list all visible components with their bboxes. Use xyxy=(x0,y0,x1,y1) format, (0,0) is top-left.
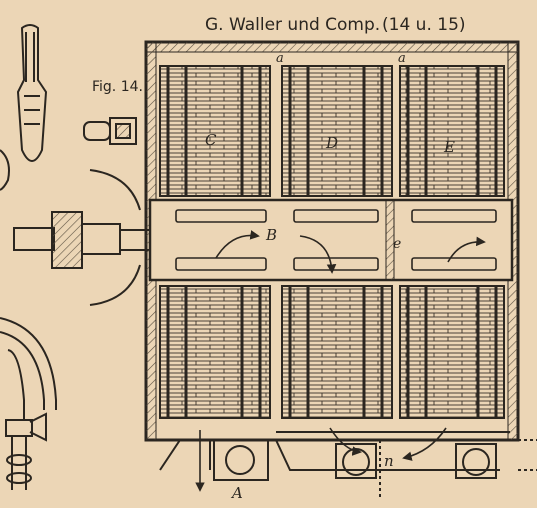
valve-stem xyxy=(13,211,150,269)
label-mark-a-right: a xyxy=(398,51,406,66)
faucet-pipe xyxy=(0,317,57,490)
top-pipe-fitting xyxy=(83,117,137,145)
label-inlet-a: A xyxy=(230,484,243,502)
round-fitting-left xyxy=(0,149,10,191)
label-outlet-n: n xyxy=(384,452,394,470)
plate-title: G. Waller und Comp. xyxy=(205,15,380,35)
label-chamber-e: E xyxy=(443,138,455,156)
label-channel-b: B xyxy=(265,226,277,244)
lower-chamber-left xyxy=(159,285,271,419)
middle-channel xyxy=(148,198,514,282)
upper-chamber-e xyxy=(399,65,505,197)
lower-chamber-middle xyxy=(281,285,393,419)
label-channel-e: e xyxy=(393,236,401,252)
label-chamber-c: C xyxy=(205,131,217,149)
bottom-pipework xyxy=(159,427,537,500)
plate-subtitle: (14 u. 15) xyxy=(382,15,466,35)
figure-label: Fig. 14. xyxy=(92,79,143,95)
upper-chamber-c xyxy=(159,65,271,197)
upper-chamber-d xyxy=(281,65,393,197)
housing-curve-left xyxy=(89,169,141,306)
hanger-detail xyxy=(16,24,48,162)
lower-chamber-right xyxy=(399,285,505,419)
label-chamber-d: D xyxy=(325,134,338,152)
label-mark-a-left: a xyxy=(276,51,284,66)
